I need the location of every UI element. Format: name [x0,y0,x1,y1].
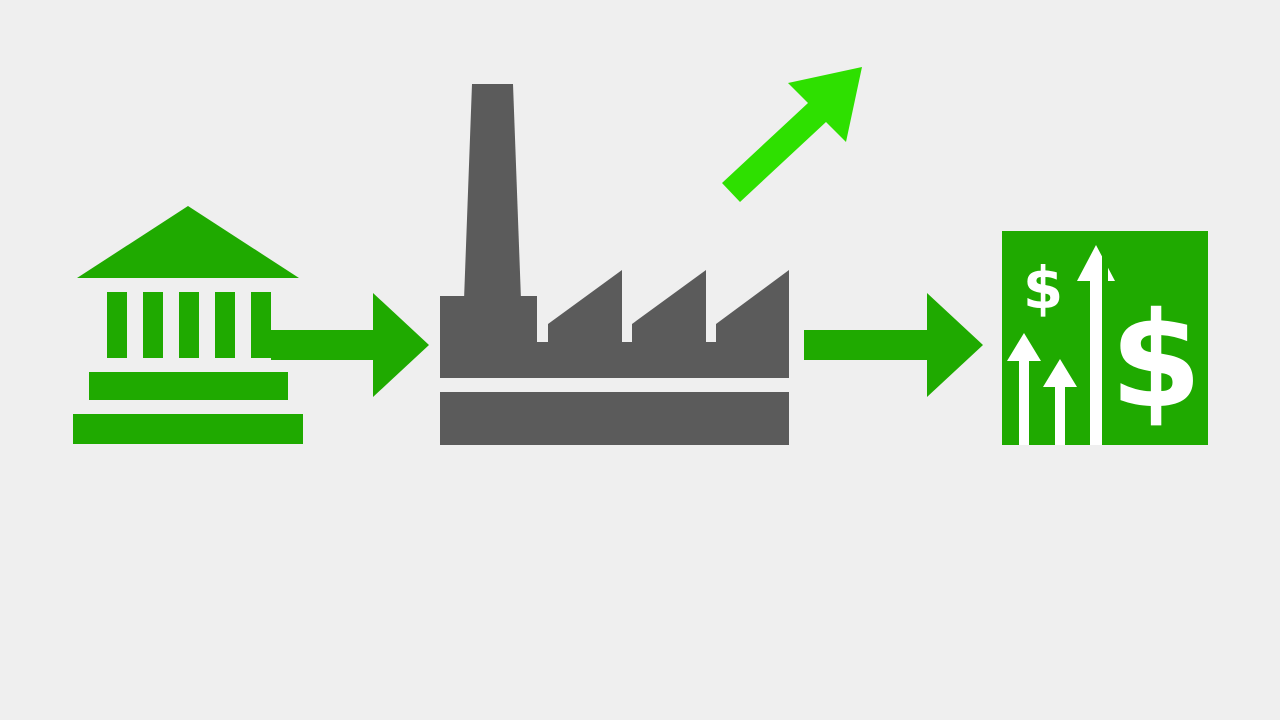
growth-arrow-small [1007,333,1041,445]
bank-column [251,292,271,358]
dollar-sign-small: $ [1023,254,1063,322]
trend-arrow [722,67,862,202]
bank-roof [77,206,299,278]
bank-step-lower [73,414,303,444]
panel-divider [1102,231,1108,445]
bank-building-icon [73,206,303,444]
arrow-factory-to-money [804,293,983,397]
factory-icon [440,84,789,445]
bank-step-upper [89,372,288,400]
bank-column [107,292,127,358]
dollar-sign-large: $ [1110,284,1202,438]
money-growth-icon: $ $ [1002,231,1208,445]
growth-arrow-small [1043,359,1077,445]
arrow-bank-to-factory [271,293,429,397]
factory-base [440,392,789,445]
growth-arrows [1007,245,1115,445]
arrow-right-icon [271,293,429,397]
factory-building [440,270,789,378]
bank-column [179,292,199,358]
bank-column [143,292,163,358]
trend-up-arrow-icon [722,67,862,202]
bank-column [215,292,235,358]
factory-smokestack [464,84,521,300]
growth-arrow-tall [1077,245,1115,445]
arrow-right-icon [804,293,983,397]
